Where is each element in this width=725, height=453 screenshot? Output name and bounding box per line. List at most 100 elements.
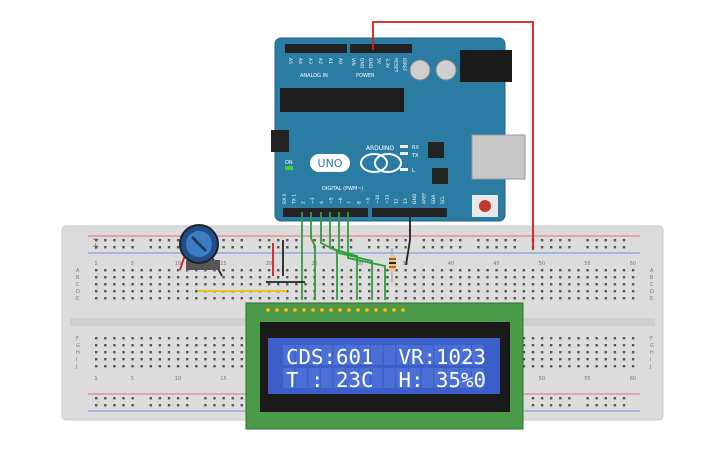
capacitor xyxy=(409,59,431,81)
black-wire-gnd xyxy=(405,214,411,266)
digital-pin-label: 13 xyxy=(403,198,409,204)
column-number-top: 60 xyxy=(630,261,636,267)
row-letter: J xyxy=(649,364,651,370)
lcd-module: CDS:601 VR:1023 T : 23C H: 35%0 xyxy=(245,302,524,430)
column-number-top: 10 xyxy=(175,261,181,267)
digital-pin-label: GND xyxy=(412,193,418,204)
lcd-line-2: T : 23C H: 35%0 xyxy=(286,368,486,392)
digital-label: DIGITAL (PWM~) xyxy=(322,186,364,192)
lcd-pin xyxy=(328,307,334,313)
arduino-logo xyxy=(360,153,402,173)
digital-pin-label: 4 xyxy=(319,201,325,204)
power-pin-label: IOREF xyxy=(401,58,407,72)
lcd-pin xyxy=(355,307,361,313)
power-pin-label: RESET xyxy=(393,58,399,73)
power-pin-label: GND xyxy=(359,58,365,69)
column-number-bottom: 60 xyxy=(630,376,636,382)
power-label: POWER xyxy=(356,73,375,79)
lcd-pin xyxy=(373,307,379,313)
l-label: L xyxy=(412,168,415,174)
power-pin-label: 5V xyxy=(376,58,382,65)
capacitor xyxy=(435,59,457,81)
lcd-pin xyxy=(364,307,370,313)
row-letter: H xyxy=(650,350,654,356)
lcd-pin xyxy=(292,307,298,313)
column-number-top: 1 xyxy=(94,261,97,267)
lcd-pin xyxy=(310,307,316,313)
row-letter: E xyxy=(650,296,653,302)
analog-pin-label: A5 xyxy=(287,58,293,64)
lcd-pin xyxy=(319,307,325,313)
lcd-pin xyxy=(274,307,280,313)
tx-label: TX xyxy=(411,153,419,159)
row-letter: C xyxy=(650,282,654,288)
row-letter: E xyxy=(76,296,79,302)
column-number-top: 30 xyxy=(357,261,363,267)
microcontroller-chip xyxy=(280,88,404,112)
green-wire xyxy=(338,212,373,300)
digital-pin-label: 2 xyxy=(301,201,307,204)
row-letter: G xyxy=(650,343,654,349)
digital-pin-label: 8 xyxy=(356,201,362,204)
row-letter: G xyxy=(76,343,80,349)
digital-pin-label: ~11 xyxy=(384,194,390,204)
digital-pin-label: ~3 xyxy=(310,197,316,204)
lcd-pin xyxy=(346,307,352,313)
row-letter: B xyxy=(76,275,80,281)
lcd-pin xyxy=(382,307,388,313)
row-letter: H xyxy=(76,350,80,356)
lcd-pin xyxy=(283,307,289,313)
row-letter: I xyxy=(650,357,651,363)
row-letter: A xyxy=(76,268,80,274)
lcd-pin xyxy=(337,307,343,313)
digital-pin-label: ~6 xyxy=(338,197,344,204)
digital-pin-label: RX 0 xyxy=(282,193,288,204)
digital-pin-label: 7 xyxy=(347,201,353,204)
column-number-top: 20 xyxy=(266,261,272,267)
rx-label: RX xyxy=(412,145,419,151)
column-number-top: 15 xyxy=(220,261,226,267)
green-wire xyxy=(329,212,358,300)
power-pin-label: GND xyxy=(367,58,373,69)
row-letter: D xyxy=(650,289,654,295)
power-jack xyxy=(460,50,512,82)
digital-pin-label: 12 xyxy=(394,198,400,204)
column-number-top: 55 xyxy=(584,261,590,267)
row-letter: F xyxy=(650,336,653,342)
power-pin-label: VIN xyxy=(350,58,356,66)
column-number-bottom: 50 xyxy=(539,376,545,382)
column-number-top: 50 xyxy=(539,261,545,267)
lcd-pin xyxy=(301,307,307,313)
digital-pin-label: TX 1 xyxy=(291,194,297,205)
row-letter: C xyxy=(76,282,80,288)
usb-port xyxy=(471,134,526,180)
column-number-bottom: 10 xyxy=(175,376,181,382)
column-number-bottom: 5 xyxy=(131,376,134,382)
lcd-line-1: CDS:601 VR:1023 xyxy=(286,345,486,369)
arduino-model-label: UNO xyxy=(318,157,343,170)
arduino-brand-label: ARDUINO xyxy=(366,145,395,152)
digital-pin-label: AREF xyxy=(422,192,428,204)
digital-pin-label: ~5 xyxy=(329,197,335,204)
green-wire xyxy=(320,212,338,300)
arduino-uno-board: UNO ARDUINO TX RX ON L ANALOG IN POWER D… xyxy=(271,37,526,222)
row-letter: B xyxy=(650,275,654,281)
lcd-pin xyxy=(265,307,271,313)
column-number-bottom: 15 xyxy=(220,376,226,382)
resistor xyxy=(389,248,396,282)
green-wire xyxy=(310,212,316,300)
red-wire-5v xyxy=(372,21,534,250)
analog-pin-label: A2 xyxy=(317,58,323,64)
column-number-top: 45 xyxy=(493,261,499,267)
analog-pin-label: A4 xyxy=(297,58,303,64)
power-pin-label: 3.3V xyxy=(384,58,390,69)
column-number-top: 40 xyxy=(448,261,454,267)
analog-pin-label: A0 xyxy=(337,58,343,64)
digital-pin-label: ~9 xyxy=(366,197,372,204)
potentiometer xyxy=(179,224,220,270)
column-number-top: 5 xyxy=(131,261,134,267)
column-number-bottom: 55 xyxy=(584,376,590,382)
